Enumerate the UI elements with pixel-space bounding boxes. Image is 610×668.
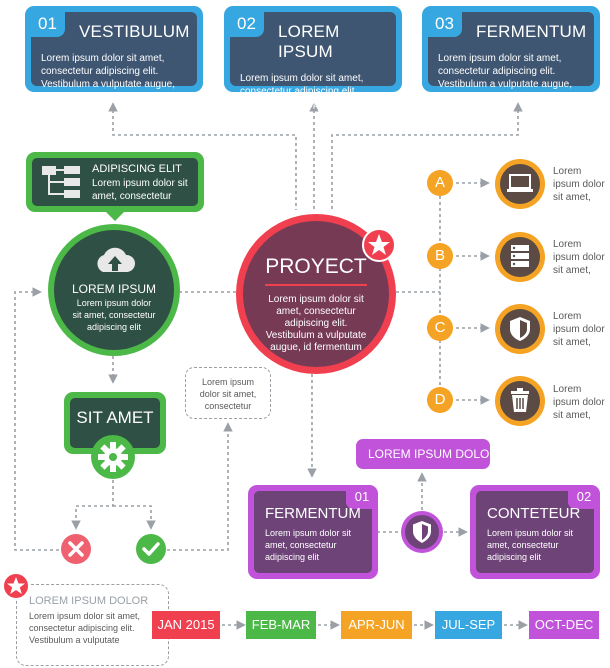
- fermentum-box: 01 FERMENTUM Lorem ipsum dolor sit amet,…: [248, 485, 378, 579]
- sit-amet-title: SIT AMET: [76, 408, 154, 427]
- step-d-text: Lorem ipsum dolor sit amet,: [553, 384, 605, 421]
- adipiscing-body: Lorem ipsum dolor sit amet, consectetur: [92, 178, 188, 202]
- timeline-feb-mar: FEB-MAR: [246, 611, 316, 639]
- bottom-note-body: Lorem ipsum dolor sit amet, consectetur …: [29, 611, 141, 645]
- step-d-badge: D: [427, 387, 453, 413]
- top-box-3-body: Lorem ipsum dolor sit amet, consectetur …: [438, 53, 572, 90]
- check-icon: [136, 534, 166, 564]
- top-box-2-body: Lorem ipsum dolor sit amet, consectetur …: [240, 73, 374, 110]
- star-badge-icon: [2, 572, 30, 600]
- fermentum-body: Lorem ipsum dolor sit amet, consectetur …: [265, 528, 352, 562]
- step-a-text: Lorem ipsum dolor sit amet,: [553, 166, 605, 203]
- lorem-ipsum-title: LOREM IPSUM: [71, 282, 156, 296]
- lorem-ipsum-body: Lorem ipsum dolor sit amet, consectetur …: [72, 298, 156, 332]
- conteteur-number: 02: [568, 485, 600, 509]
- adipiscing-callout: ADIPISCING ELIT Lorem ipsum dolor sit am…: [26, 152, 204, 221]
- adipiscing-title: ADIPISCING ELIT: [92, 163, 182, 175]
- timeline-jan-2015: JAN 2015: [152, 611, 220, 639]
- top-box-1-inner: 01 VESTIBULUM Lorem ipsum dolor sit amet…: [30, 11, 197, 90]
- top-box-1-title: VESTIBULUM: [79, 22, 190, 41]
- step-c-badge: C: [427, 315, 453, 341]
- dashed-note: Lorem ipsum dolor sit amet, consectetur: [185, 367, 271, 419]
- step-c-text: Lorem ipsum dolor sit amet,: [553, 311, 605, 348]
- trash-icon: [495, 376, 545, 426]
- star-icon: [362, 228, 396, 262]
- lorem-ipsum-circle: LOREM IPSUM Lorem ipsum dolor sit amet, …: [48, 224, 180, 356]
- laptop-icon: [495, 159, 545, 209]
- top-box-3-number: 03: [427, 11, 462, 37]
- conteteur-body: Lorem ipsum dolor sit amet, consectetur …: [487, 528, 574, 562]
- hierarchy-icon: [42, 166, 80, 198]
- timeline-apr-jun: APR-JUN: [341, 611, 412, 639]
- top-box-3-inner: 03 FERMENTUM Lorem ipsum dolor sit amet,…: [427, 11, 594, 90]
- purple-label: LOREM IPSUM DOLOR: [356, 439, 490, 469]
- cloud-upload-icon: [97, 247, 136, 272]
- close-icon: [61, 534, 91, 564]
- top-box-2-number: 02: [229, 11, 264, 37]
- bottom-note: LOREM IPSUM DOLOR Lorem ipsum dolor sit …: [16, 584, 169, 666]
- proyect-body: Lorem ipsum dolor sit amet, consectetur …: [265, 294, 367, 353]
- fermentum-number: 01: [346, 485, 378, 509]
- proyect-divider: [265, 284, 367, 286]
- top-box-2: 02 LOREM IPSUM Lorem ipsum dolor sit ame…: [224, 6, 402, 110]
- conteteur-title: CONTETEUR: [487, 505, 581, 522]
- step-b-badge: B: [427, 243, 453, 269]
- top-box-1-body: Lorem ipsum dolor sit amet, consectetur …: [41, 53, 175, 90]
- timeline-oct-dec: OCT-DEC: [529, 611, 599, 639]
- top-box-3-title: FERMENTUM: [476, 22, 587, 41]
- shield-badge-icon: [401, 511, 443, 553]
- top-box-1-number: 01: [30, 11, 65, 37]
- shield-icon: [495, 304, 545, 354]
- step-b-text: Lorem ipsum dolor sit amet,: [553, 239, 605, 276]
- proyect-title: PROYECT: [265, 255, 367, 278]
- timeline-jul-sep: JUL-SEP: [435, 611, 502, 639]
- fermentum-title: FERMENTUM: [265, 505, 361, 522]
- bottom-note-title: LOREM IPSUM DOLOR: [29, 595, 149, 607]
- server-icon: [495, 232, 545, 282]
- top-box-2-title: LOREM IPSUM: [278, 22, 340, 61]
- top-box-3: 03 FERMENTUM Lorem ipsum dolor sit amet,…: [422, 6, 600, 92]
- top-box-1: 01 VESTIBULUM Lorem ipsum dolor sit amet…: [25, 6, 203, 92]
- gear-icon: [91, 435, 135, 479]
- conteteur-box: 02 CONTETEUR Lorem ipsum dolor sit amet,…: [470, 485, 600, 579]
- step-a-badge: A: [427, 170, 453, 196]
- top-box-2-inner: 02 LOREM IPSUM Lorem ipsum dolor sit ame…: [229, 11, 396, 110]
